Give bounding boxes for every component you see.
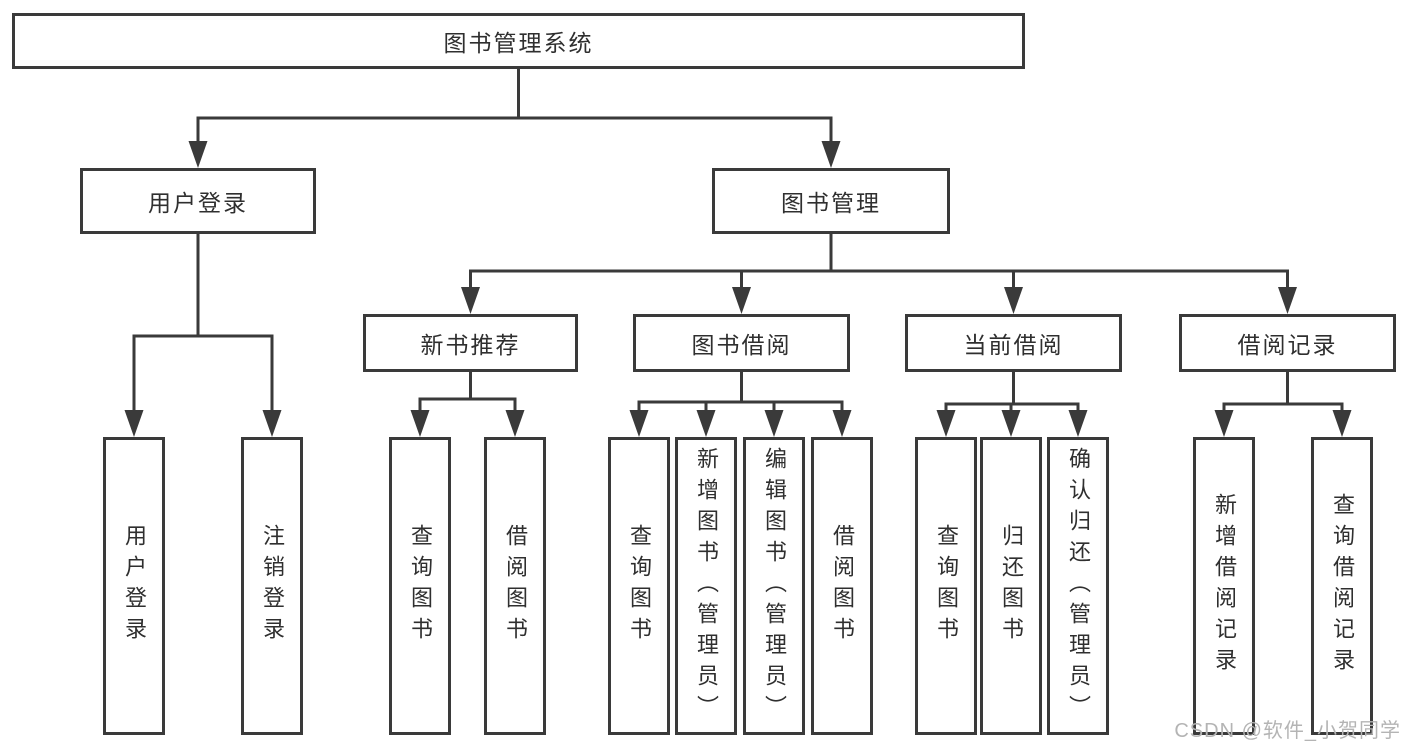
connector-borrow-records-children — [1214, 372, 1352, 437]
connector-new-book-rec-children — [410, 372, 525, 437]
leaf-query-books-label: 查询图书 — [627, 524, 652, 648]
leaf-user-login: 用户登录 — [103, 437, 165, 735]
leaf-borrow-books-label: 借阅图书 — [503, 524, 528, 648]
leaf-query-books: 查询图书 — [389, 437, 451, 735]
node-book-borrow-label: 图书借阅 — [691, 332, 792, 358]
connector-book-mgmt-children — [461, 234, 1297, 314]
leaf-query-books-label: 查询图书 — [934, 524, 959, 648]
leaf-return-books: 归还图书 — [980, 437, 1042, 735]
leaf-borrow-books: 借阅图书 — [484, 437, 546, 735]
node-book-mgmt: 图书管理 — [712, 168, 950, 234]
csdn-watermark: CSDN @软件_小贺同学 — [1174, 720, 1401, 742]
leaf-return-books-label: 归还图书 — [999, 524, 1024, 648]
leaf-add-books-admin-label: 新增图书（管理员） — [694, 446, 719, 726]
connector-current-borrow-children — [936, 372, 1088, 437]
leaf-add-borrow-record: 新增借阅记录 — [1193, 437, 1255, 735]
leaf-edit-books-admin: 编辑图书（管理员） — [743, 437, 805, 735]
node-root: 图书管理系统 — [12, 13, 1025, 69]
node-book-mgmt-label: 图书管理 — [781, 190, 881, 216]
node-borrow-records-label: 借阅记录 — [1237, 332, 1338, 358]
leaf-logout-label: 注销登录 — [260, 524, 285, 648]
node-borrow-records: 借阅记录 — [1179, 314, 1396, 372]
leaf-borrow-books: 借阅图书 — [811, 437, 873, 735]
node-current-borrow: 当前借阅 — [905, 314, 1122, 372]
node-user-login-label: 用户登录 — [148, 190, 248, 216]
leaf-borrow-books-label: 借阅图书 — [830, 524, 855, 648]
node-new-book-rec-label: 新书推荐 — [420, 332, 521, 358]
node-book-borrow: 图书借阅 — [633, 314, 850, 372]
leaf-query-books: 查询图书 — [915, 437, 977, 735]
leaf-user-login-label: 用户登录 — [122, 524, 147, 648]
leaf-add-books-admin: 新增图书（管理员） — [675, 437, 737, 735]
node-root-label: 图书管理系统 — [443, 30, 594, 56]
connector-user-login-children — [124, 234, 282, 437]
leaf-query-books-label: 查询图书 — [408, 524, 433, 648]
leaf-confirm-return-admin-label: 确认归还（管理员） — [1066, 446, 1091, 726]
connector-book-borrow-children — [629, 372, 852, 437]
leaf-query-borrow-record: 查询借阅记录 — [1311, 437, 1373, 735]
leaf-query-books: 查询图书 — [608, 437, 670, 735]
node-current-borrow-label: 当前借阅 — [963, 332, 1064, 358]
node-user-login: 用户登录 — [80, 168, 316, 234]
leaf-query-borrow-record-label: 查询借阅记录 — [1330, 493, 1355, 679]
node-new-book-rec: 新书推荐 — [363, 314, 578, 372]
leaf-confirm-return-admin: 确认归还（管理员） — [1047, 437, 1109, 735]
connector-root-to-level2 — [188, 69, 841, 168]
leaf-add-borrow-record-label: 新增借阅记录 — [1212, 493, 1237, 679]
leaf-edit-books-admin-label: 编辑图书（管理员） — [762, 446, 787, 726]
leaf-logout: 注销登录 — [241, 437, 303, 735]
